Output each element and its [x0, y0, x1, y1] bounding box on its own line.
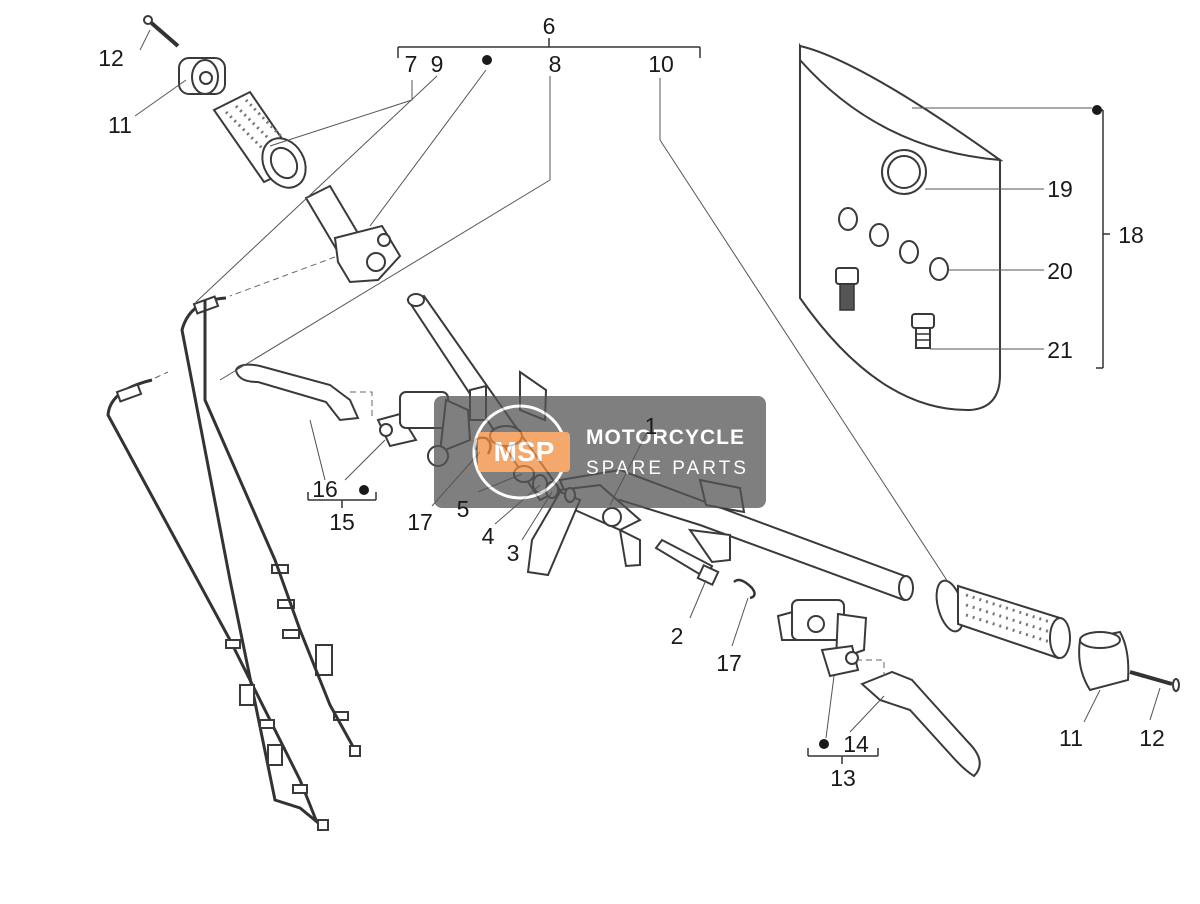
- marker-dot-15: [359, 485, 369, 495]
- part-label-11-left: 11: [108, 112, 132, 138]
- part-label-4: 4: [482, 523, 495, 549]
- part-label-18: 18: [1118, 222, 1144, 248]
- part-label-20: 20: [1047, 258, 1073, 284]
- watermark: MSP MOTORCYCLE SPARE PARTS: [434, 396, 766, 508]
- watermark-line1: MOTORCYCLE: [586, 426, 745, 449]
- marker-dot-top: [482, 55, 492, 65]
- bracket-18: [1096, 109, 1110, 369]
- throttle-housing: [304, 184, 402, 284]
- part-label-2: 2: [671, 623, 684, 649]
- part-label-12-left: 12: [98, 45, 124, 71]
- grip-right: [935, 579, 1071, 660]
- part-labels: 6 7 9 8 10 12 11 1 16 15 17 5 4 3 2 17 1…: [98, 13, 1165, 791]
- bleed-screw-1: [835, 267, 859, 311]
- grip-left: [212, 90, 307, 189]
- seal-ring-large: [881, 149, 927, 195]
- circlip-right: [733, 578, 756, 600]
- bar-end-weight-right: [1078, 630, 1130, 692]
- group-bracket-15: [307, 492, 377, 508]
- part-label-17-right: 17: [716, 650, 742, 676]
- mounting-bolt: [654, 538, 720, 587]
- watermark-logo-text: MSP: [494, 436, 555, 467]
- part-label-1: 1: [645, 413, 658, 439]
- marker-dot-13: [819, 739, 829, 749]
- part-label-19: 19: [1047, 176, 1073, 202]
- bleed-screw-2: [911, 313, 935, 349]
- part-label-13: 13: [830, 765, 856, 791]
- group-bracket-13: [807, 748, 879, 764]
- kit-panel: [799, 42, 1004, 412]
- brake-lever-right: [856, 659, 981, 778]
- part-label-14: 14: [843, 731, 869, 757]
- part-label-7: 7: [405, 51, 418, 77]
- watermark-logo-badge: [478, 432, 570, 472]
- part-label-11-right: 11: [1059, 725, 1083, 751]
- part-label-8: 8: [549, 51, 562, 77]
- part-label-6: 6: [543, 13, 556, 39]
- part-label-10: 10: [648, 51, 674, 77]
- bar-end-screw-left: [143, 15, 180, 48]
- bar-end-screw-right: [1129, 670, 1180, 692]
- bar-end-weight-left: [178, 57, 226, 95]
- part-label-16: 16: [312, 476, 338, 502]
- part-label-12-right: 12: [1139, 725, 1165, 751]
- part-label-3: 3: [507, 540, 520, 566]
- o-rings: [838, 207, 949, 281]
- throttle-cable-2: [106, 300, 361, 821]
- part-label-5: 5: [457, 496, 470, 522]
- part-label-9: 9: [431, 51, 444, 77]
- part-label-15: 15: [329, 509, 355, 535]
- brake-lever-left: [234, 363, 373, 422]
- part-label-17-left: 17: [407, 509, 433, 535]
- kit-marker-dot: [1092, 105, 1102, 115]
- part-label-21: 21: [1047, 337, 1073, 363]
- watermark-line2: SPARE PARTS: [586, 458, 749, 479]
- master-cylinder-right: [776, 599, 868, 678]
- watermark-background: [434, 396, 766, 508]
- group-bracket-6: [397, 38, 701, 58]
